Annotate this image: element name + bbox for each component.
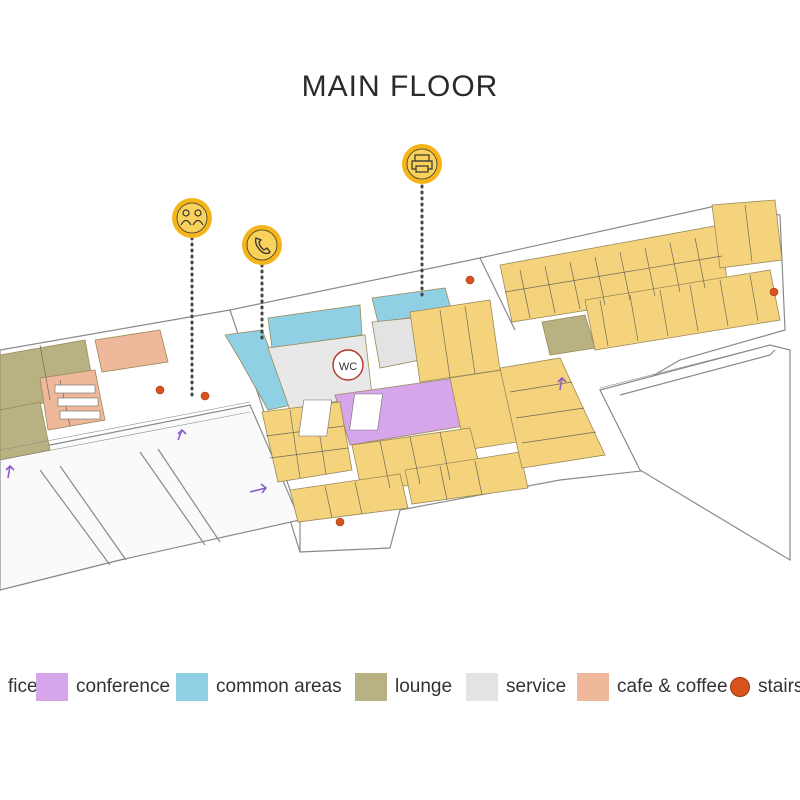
- legend-item-cafe-coffee: cafe & coffee: [577, 670, 728, 704]
- legend-item-office: fice: [0, 670, 38, 704]
- legend-label-service: service: [506, 676, 567, 697]
- legend-swatch-cafe-coffee: [577, 673, 609, 701]
- legend-swatch-service: [466, 673, 498, 701]
- legend-item-common-areas: common areas: [176, 670, 342, 704]
- wc-marker: WC: [332, 349, 364, 381]
- legend-item-stairs: stairs: [730, 670, 800, 704]
- zone-office-9: [584, 269, 781, 351]
- phone-icon: [254, 237, 271, 255]
- printer-icon: [411, 154, 433, 173]
- entrance-arrows: [5, 376, 567, 494]
- zone-common-b: [224, 329, 293, 411]
- zone-cafe-a: [94, 329, 169, 373]
- stairs-marker: [769, 287, 779, 297]
- stairs-marker: [465, 275, 475, 285]
- legend-swatch-common-areas: [176, 673, 208, 701]
- furniture: [54, 384, 383, 437]
- page-title: MAIN FLOOR: [301, 70, 499, 103]
- icon-callouts: [172, 144, 442, 400]
- callout-printer: [402, 144, 442, 302]
- zone-office-10: [711, 199, 783, 269]
- zone-office-1: [409, 299, 501, 383]
- legend-label-lounge: lounge: [395, 676, 453, 697]
- legend-label-office: fice: [8, 676, 38, 697]
- legend-swatch-conference: [36, 673, 68, 701]
- zone-office-5: [289, 473, 409, 523]
- arrow-icon: [557, 376, 567, 391]
- zone-office-7: [499, 357, 606, 469]
- legend-label-stairs: stairs: [758, 676, 800, 697]
- callout-meeting: [172, 198, 212, 400]
- legend-swatch-lounge: [355, 673, 387, 701]
- legend-item-service: service: [466, 670, 566, 704]
- stairs-marker: [200, 391, 210, 401]
- callout-phone: [242, 225, 282, 342]
- arrow-icon: [5, 464, 15, 479]
- zone-office-6: [404, 451, 529, 505]
- legend-label-common-areas: common areas: [216, 676, 342, 697]
- stairs-markers: [155, 275, 779, 527]
- zone-lounge-b: [0, 401, 51, 461]
- arrow-icon: [177, 428, 187, 441]
- stairs-marker: [155, 385, 165, 395]
- zone-lounge-c: [541, 314, 596, 356]
- wc-label: WC: [339, 361, 357, 373]
- legend-dot-stairs: [730, 677, 750, 697]
- legend-label-cafe-coffee: cafe & coffee: [617, 676, 728, 697]
- legend-item-lounge: lounge: [355, 670, 452, 704]
- legend-item-conference: conference: [36, 670, 170, 704]
- arrow-icon: [249, 483, 268, 494]
- stairs-marker: [335, 517, 345, 527]
- railings: [0, 344, 771, 461]
- legend-label-conference: conference: [76, 676, 171, 697]
- legend: fice conference common areas lounge serv…: [0, 668, 800, 708]
- meeting-people-icon: [180, 209, 204, 226]
